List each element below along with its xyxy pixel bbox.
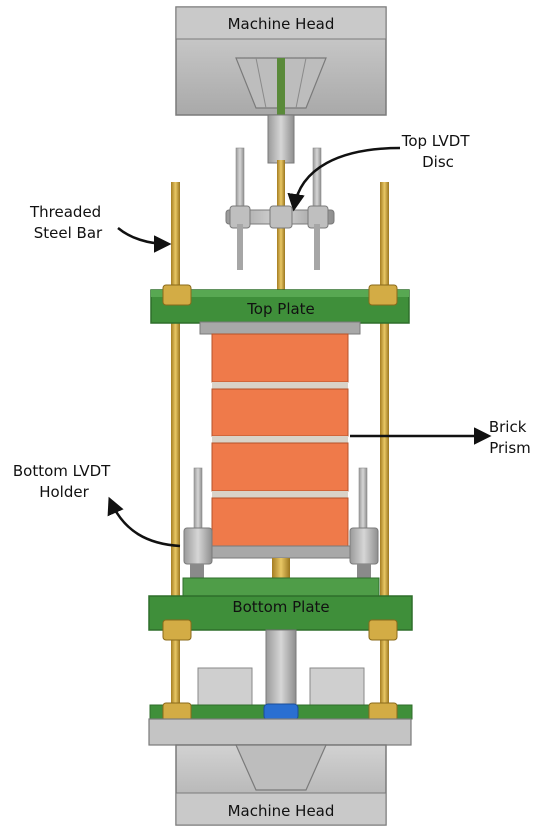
machine-head-top: Machine Head (175, 6, 387, 118)
top-lvdt-assembly (225, 147, 335, 270)
threaded-steel-bar-label-line1: Threaded (29, 203, 101, 221)
svg-text:Brick Prism: Brick Prism (489, 418, 531, 457)
annotation-threaded-steel-bar: Threaded Steel Bar (29, 203, 172, 253)
svg-text:Threaded Steel Bar: Threaded Steel Bar (29, 203, 106, 242)
annotation-top-lvdt-disc: Top LVDT Disc (287, 132, 475, 212)
brick-prism-label-line1: Brick (489, 418, 527, 436)
brick-prism (203, 333, 357, 559)
bottom-plate: Bottom Plate (148, 577, 413, 641)
svg-text:Bottom LVDT Holder: Bottom LVDT Holder (13, 462, 115, 501)
machine-head-top-label: Machine Head (228, 15, 335, 33)
bottom-lvdt-holders (183, 467, 379, 580)
top-plate: Top Plate (150, 284, 410, 335)
loading-ram (267, 114, 295, 295)
top-lvdt-disc-label-line1: Top LVDT (401, 132, 471, 150)
machine-head-bottom: Machine Head (148, 629, 413, 826)
top-lvdt-disc-label-line2: Disc (422, 153, 454, 171)
machine-head-bottom-label: Machine Head (228, 802, 335, 820)
annotation-brick-prism: Brick Prism (350, 418, 531, 457)
threaded-steel-bars (171, 182, 389, 718)
bottom-plate-label: Bottom Plate (232, 598, 329, 616)
brick-prism-label-line2: Prism (489, 439, 531, 457)
bottom-lvdt-holder-label-line2: Holder (39, 483, 89, 501)
threaded-steel-bar-label-line2: Steel Bar (34, 224, 103, 242)
svg-text:Top LVDT Disc: Top LVDT Disc (401, 132, 475, 171)
bottom-lvdt-holder-label-line1: Bottom LVDT (13, 462, 111, 480)
top-plate-label: Top Plate (246, 300, 315, 318)
annotation-bottom-lvdt-holder: Bottom LVDT Holder (13, 462, 181, 548)
